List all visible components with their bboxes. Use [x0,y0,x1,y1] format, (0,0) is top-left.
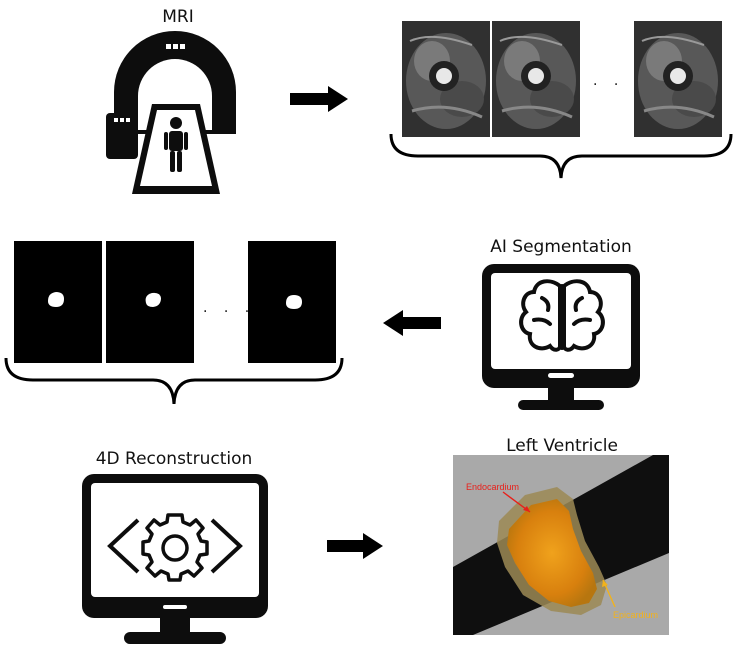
left-ventricle-label: Left Ventricle [506,436,618,456]
mri-slice-image [492,21,580,137]
mri-slice-image [634,21,722,137]
mri-slice-image [402,21,490,137]
ellipsis: . . . [593,73,646,89]
mri-scanner-icon [106,31,236,194]
arrow-right-icon [290,86,348,112]
ai-segmentation-label: AI Segmentation [490,237,632,257]
computer-brain-icon [482,264,640,410]
segmentation-mask-image [14,241,102,363]
brace-icon [389,133,733,179]
endocardium-label: Endocardium [466,482,520,492]
segmentation-mask-image [106,241,194,363]
computer-gear-icon [82,474,268,644]
brace-icon [4,357,344,405]
left-ventricle-render-image [453,455,669,635]
mri-label: MRI [162,7,194,27]
arrow-right-icon [327,533,383,559]
epicardium-label: Epicardium [613,610,659,620]
reconstruction-label: 4D Reconstruction [95,449,253,469]
arrow-left-icon [383,310,441,336]
ellipsis: . . . [203,300,256,316]
segmentation-mask-image [248,241,336,363]
